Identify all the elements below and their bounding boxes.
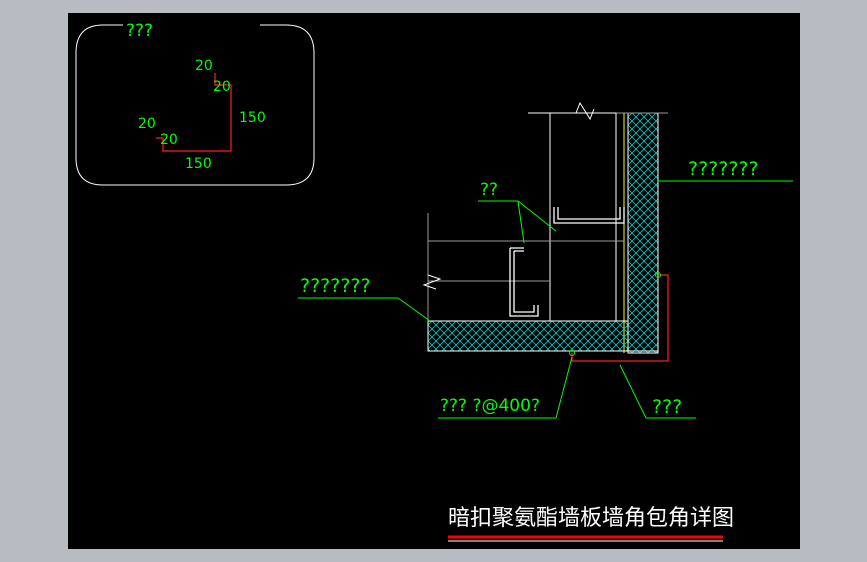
inset-dim-a: 20	[195, 58, 213, 74]
label-purlin: ??	[480, 180, 498, 200]
break-symbol-top	[575, 101, 595, 121]
c-purlin-vertical	[509, 247, 539, 317]
main-detail: ??????? ?? ??????? ??? ?@400? ???	[298, 101, 793, 419]
drawing-title-block: 暗扣聚氨酯墙板墙角包角详图	[448, 506, 734, 542]
leader-left-panel	[298, 297, 431, 322]
horizontal-wall-panel	[427, 320, 629, 352]
inset-detail: ??? 20 20 150 20 20 150	[75, 21, 315, 186]
rivet-right	[655, 272, 661, 278]
leader-purlin-a	[478, 200, 557, 232]
vertical-wall-panel	[627, 112, 659, 354]
label-bottom-left: ??? ?@400?	[440, 396, 540, 416]
leader-purlin-b	[517, 200, 525, 244]
leader-bottom-left	[438, 356, 573, 419]
c-purlin-horizontal	[553, 207, 625, 224]
inset-frame	[75, 24, 315, 186]
drawing-title: 暗扣聚氨酯墙板墙角包角详图	[448, 506, 734, 531]
drawing-canvas: ??? 20 20 150 20 20 150	[68, 13, 800, 549]
label-bottom-right: ???	[652, 396, 682, 418]
label-top-right: ???????	[688, 158, 759, 180]
inset-dim-b: 20	[213, 79, 231, 95]
inset-dim-d: 20	[138, 116, 156, 132]
inset-dim-e: 20	[160, 132, 178, 148]
rivet-bottom	[569, 350, 575, 356]
break-symbol-left	[422, 274, 442, 290]
inset-dim-f: 150	[185, 156, 212, 172]
cad-drawing: ??? 20 20 150 20 20 150	[75, 21, 793, 542]
leader-bottom-right	[619, 364, 696, 419]
inset-label: ???	[126, 21, 153, 41]
label-left-panel: ???????	[300, 275, 371, 297]
inset-dim-c: 150	[239, 110, 266, 126]
corner-profile-shape	[156, 73, 232, 152]
